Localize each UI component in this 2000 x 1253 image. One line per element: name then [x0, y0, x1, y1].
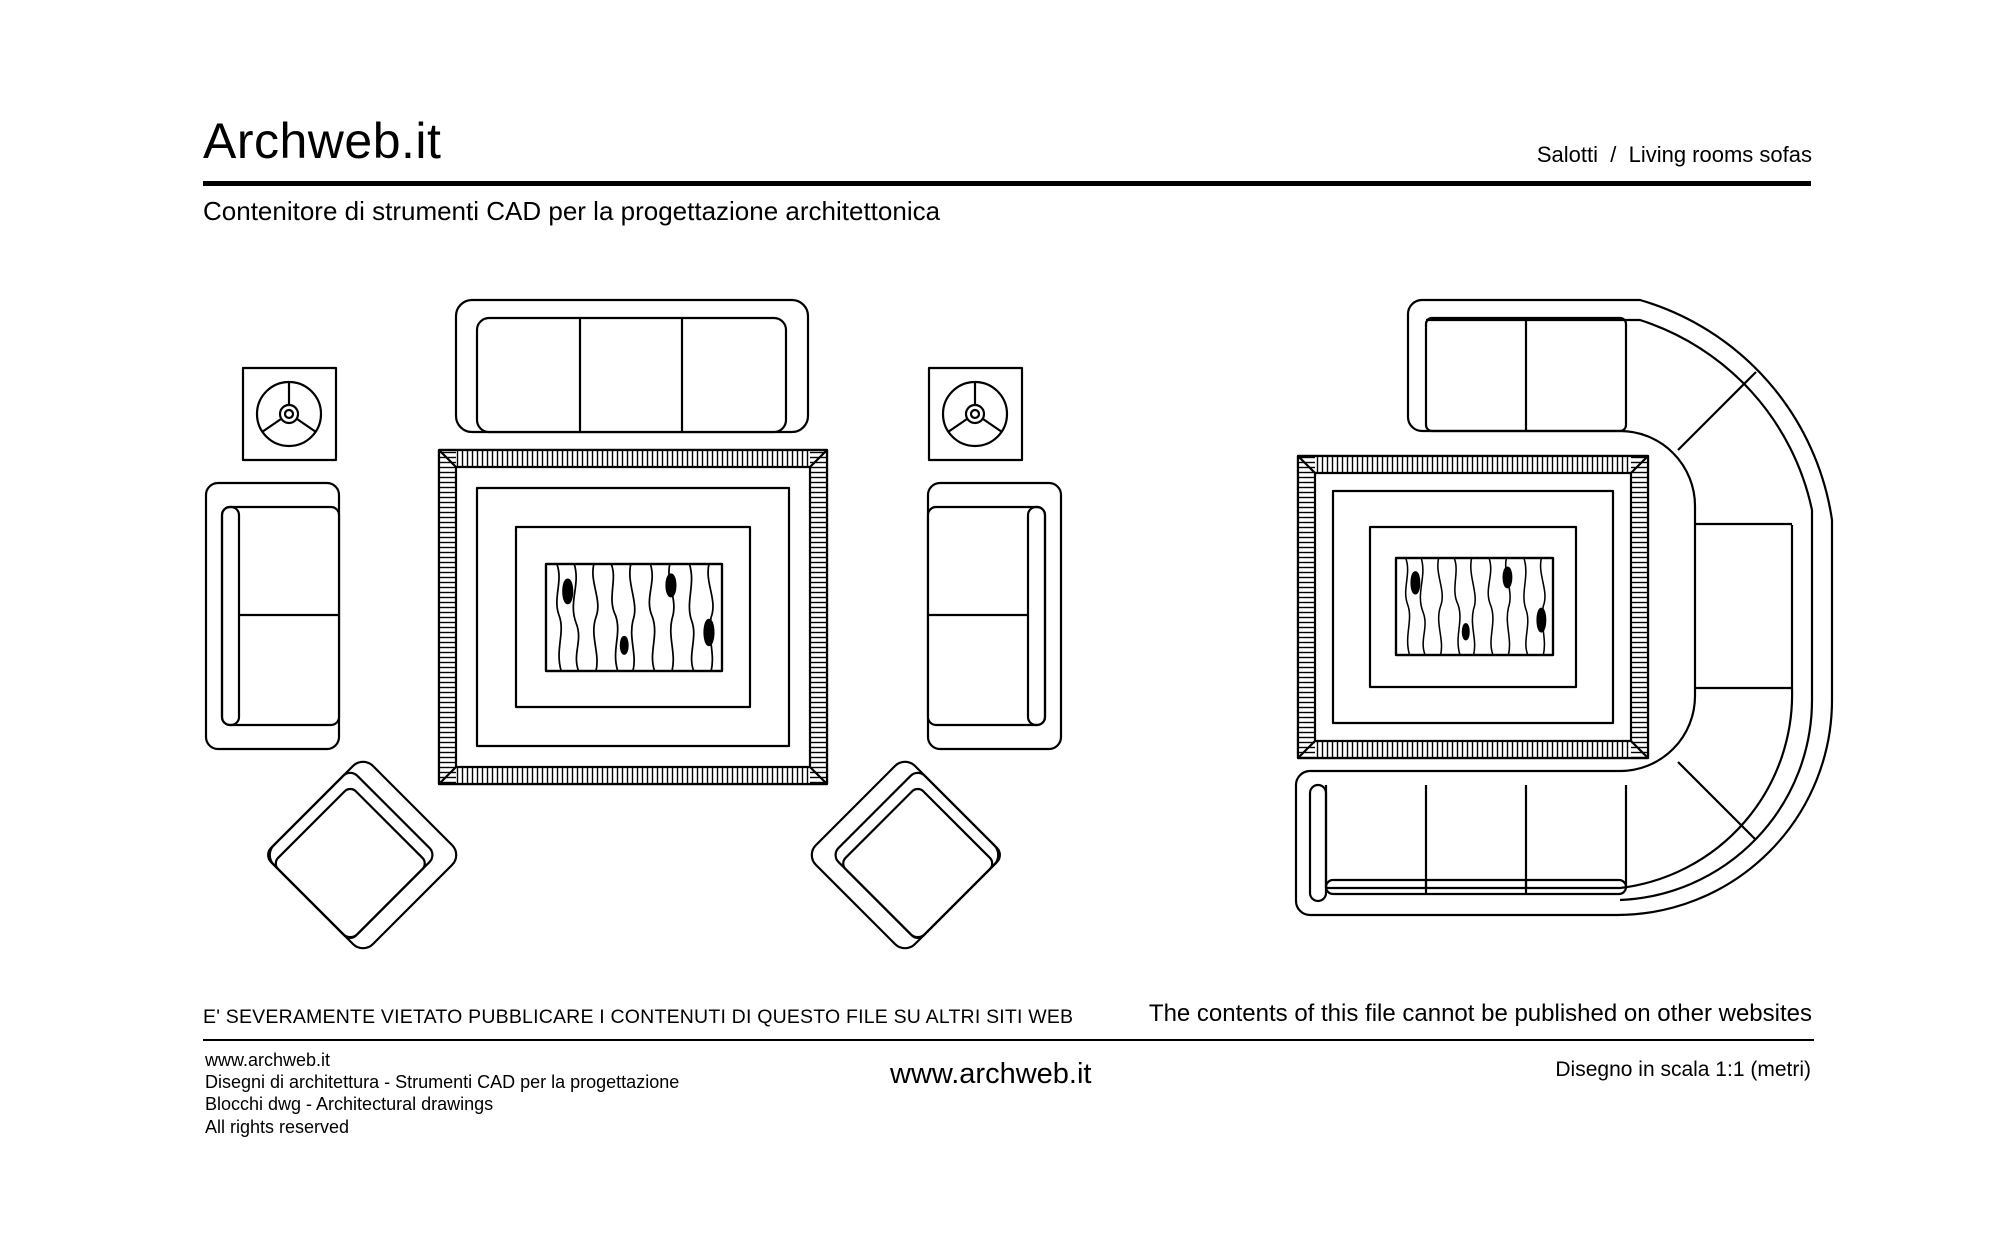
notice-english: The contents of this file cannot be publ…: [1148, 1000, 1812, 1027]
armchair-bottom-left: [267, 760, 458, 950]
scale-note: Disegno in scala 1:1 (metri): [1555, 1058, 1811, 1081]
side-table-lamp-right: [927, 366, 1024, 462]
coffee-table-left: [544, 562, 724, 673]
tagline: Contenitore di strumenti CAD per la prog…: [203, 196, 941, 226]
armchair-bottom-right: [810, 760, 1001, 950]
side-table-lamp-left: [241, 366, 338, 462]
loveseat-left: [204, 481, 341, 751]
rug-left: [437, 448, 829, 786]
footer-website-link[interactable]: www.archweb.it: [890, 1058, 1092, 1090]
coffee-table-right: [1394, 556, 1555, 657]
footer-line-site: www.archweb.it: [205, 1050, 331, 1070]
footer-line-blocks: Blocchi dwg - Architectural drawings: [205, 1094, 494, 1114]
notice-italian: E' SEVERAMENTE VIETATO PUBBLICARE I CONT…: [203, 1006, 1074, 1028]
footer-line-description: Disegni di architettura - Strumenti CAD …: [205, 1072, 680, 1092]
loveseat-right: [926, 481, 1063, 751]
category-label: Salotti / Living rooms sofas: [1536, 142, 1812, 167]
rug-right: [1296, 454, 1650, 760]
living-room-layout-left: [204, 298, 1063, 950]
sofa-three-seat-top: [454, 298, 810, 434]
living-room-layout-right: [1294, 298, 1834, 917]
header-rule: [203, 181, 1811, 186]
footer-line-rights: All rights reserved: [205, 1117, 350, 1137]
brand-title: Archweb.it: [203, 113, 442, 169]
sectional-sofa: [1294, 298, 1834, 917]
footer-rule: [203, 1039, 1814, 1041]
